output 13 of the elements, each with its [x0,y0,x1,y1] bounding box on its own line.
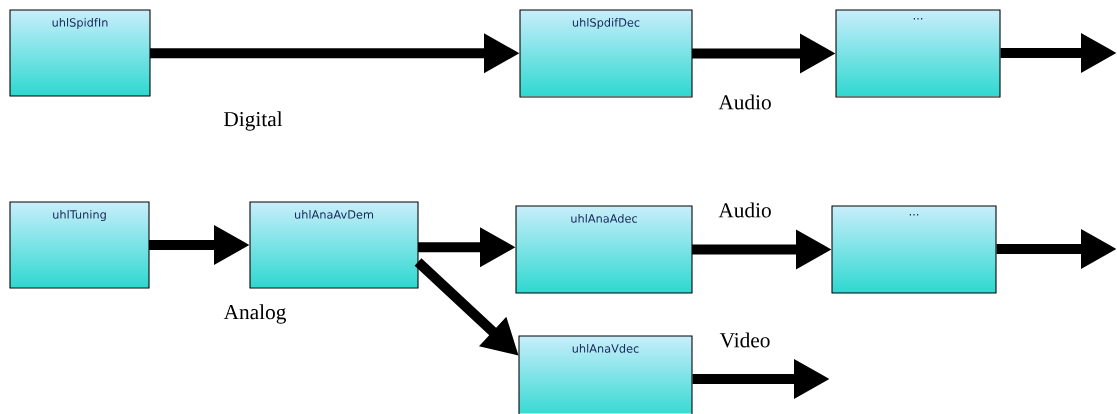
flow-label: Video [719,332,770,348]
flow-label: Audio [718,94,771,110]
flow-label: Audio [718,202,771,218]
process-box: ... [831,205,997,294]
process-box: uhlAnaAvDem [249,201,419,289]
flow-label: Digital [224,111,283,131]
process-box: uhlAnaVdec [518,335,693,414]
process-box: uhlSpidfIn [9,9,151,97]
flow-label: Analog [223,304,286,324]
process-box: uhlTuning [9,201,150,289]
process-box: uhlSpdifDec [519,9,693,98]
process-box: ... [835,9,1001,98]
process-box: uhlAnaAdec [515,205,693,294]
